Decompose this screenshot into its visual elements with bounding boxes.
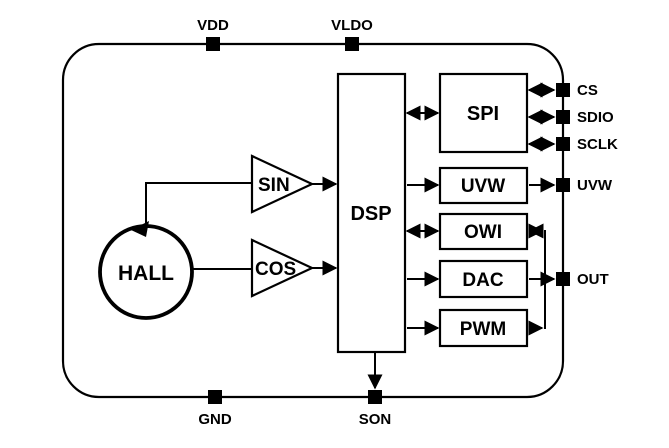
- pin-cs-label: CS: [577, 82, 598, 99]
- owi-block: [438, 212, 529, 251]
- pin-gnd-label: GND: [198, 411, 232, 428]
- pin-cs: [556, 83, 570, 97]
- sin-label: SIN: [258, 175, 290, 196]
- dsp-label: DSP: [350, 203, 391, 225]
- pin-uvw: [556, 178, 570, 192]
- pin-uvw-label: UVW: [577, 177, 613, 194]
- pin-out-label: OUT: [577, 271, 609, 288]
- cos-label: COS: [255, 259, 296, 280]
- spi-label: SPI: [467, 103, 499, 125]
- pin-gnd: [208, 390, 222, 404]
- uvw-block: [438, 166, 529, 205]
- pin-vldo: [345, 37, 359, 51]
- chip-outline: [61, 42, 565, 399]
- pin-son: [368, 390, 382, 404]
- spi-block: [438, 72, 529, 154]
- pin-sclk-label: SCLK: [577, 136, 618, 153]
- uvw-block-label: UVW: [461, 176, 505, 197]
- pin-vdd-label: VDD: [197, 17, 229, 34]
- pin-sdio: [556, 110, 570, 124]
- pin-vdd: [206, 37, 220, 51]
- pin-sclk: [556, 137, 570, 151]
- pin-sdio-label: SDIO: [577, 109, 614, 126]
- dac-label: DAC: [462, 270, 503, 291]
- dac-block: [438, 259, 529, 299]
- pin-vldo-label: VLDO: [331, 17, 373, 34]
- pin-son-label: SON: [359, 411, 392, 428]
- pwm-label: PWM: [460, 319, 506, 340]
- hall-label: HALL: [118, 262, 174, 285]
- dsp-block: [336, 72, 407, 354]
- hall-rotation-arrow-icon: [131, 221, 149, 237]
- owi-label: OWI: [464, 222, 502, 243]
- wire-hall-to-sin: [145, 182, 252, 226]
- pwm-block: [438, 308, 529, 348]
- sin-amplifier: [250, 154, 315, 214]
- cos-amplifier: [250, 238, 315, 298]
- pin-out: [556, 272, 570, 286]
